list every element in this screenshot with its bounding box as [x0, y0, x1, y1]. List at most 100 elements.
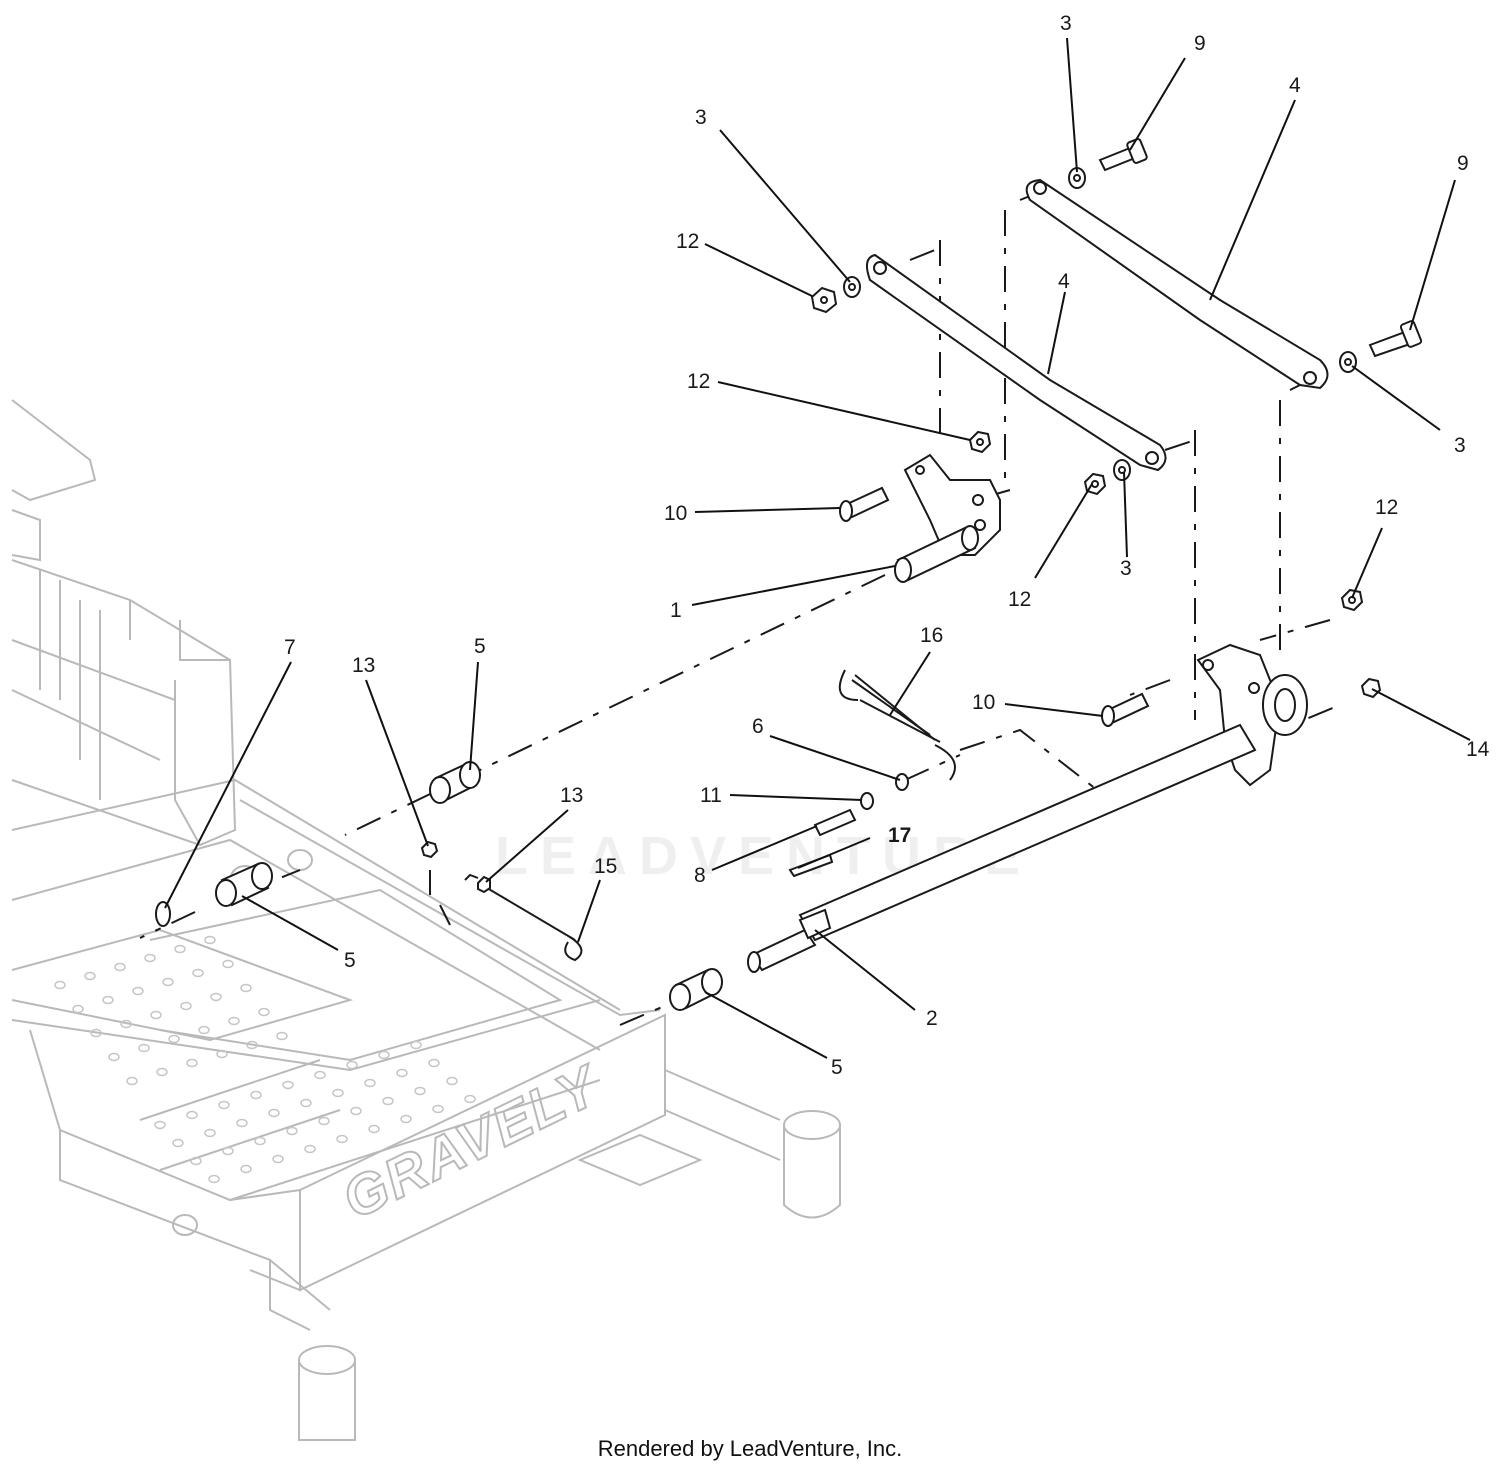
floor-hole	[276, 1031, 288, 1041]
extension-spring	[838, 669, 956, 781]
floor-hole	[364, 1078, 376, 1088]
washer-4	[1113, 459, 1131, 481]
floor-hole	[198, 1025, 210, 1035]
callout-6: 6	[752, 715, 764, 738]
floor-hole	[414, 1086, 426, 1096]
floor-hole	[218, 1100, 230, 1110]
callout-10: 10	[972, 691, 995, 714]
washer-11	[860, 792, 874, 810]
callout-3: 3	[1120, 557, 1132, 580]
callout-17: 17	[888, 824, 911, 847]
lift-bracket-left	[894, 453, 1001, 583]
floor-hole	[108, 1052, 120, 1062]
callout-13: 13	[560, 784, 583, 807]
floor-hole	[282, 1080, 294, 1090]
nut-4	[1340, 588, 1364, 612]
bushing-middle	[215, 862, 273, 907]
floor-hole	[250, 1090, 262, 1100]
floor-hole	[126, 1076, 138, 1086]
floor-hole	[208, 1174, 220, 1184]
floor-hole	[72, 1004, 84, 1014]
callout-12: 12	[676, 230, 699, 253]
floor-hole	[410, 1040, 422, 1050]
cotter-17	[788, 853, 834, 878]
callout-15: 15	[594, 855, 617, 878]
floor-hole	[180, 1001, 192, 1011]
floor-hole	[400, 1114, 412, 1124]
callout-8: 8	[694, 864, 706, 887]
bolt-upper	[1098, 138, 1148, 172]
callout-3: 3	[1454, 434, 1466, 457]
floor-hole	[186, 1058, 198, 1068]
floor-hole	[314, 1070, 326, 1080]
floor-hole	[300, 1098, 312, 1108]
floor-hole	[228, 1016, 240, 1026]
callout-12: 12	[1375, 496, 1398, 519]
floor-plate-holes	[54, 935, 476, 1184]
clevis-pin-upper	[839, 486, 890, 522]
floor-hole	[102, 995, 114, 1005]
nut-1	[810, 286, 838, 314]
floor-hole	[268, 1108, 280, 1118]
floor-hole	[204, 1128, 216, 1138]
callout-16: 16	[920, 624, 943, 647]
floor-hole	[120, 1019, 132, 1029]
pin-8	[813, 808, 857, 837]
floor-hole	[162, 977, 174, 987]
floor-hole	[84, 971, 96, 981]
floor-hole	[192, 968, 204, 978]
washer-2	[843, 276, 861, 298]
floor-hole	[246, 1040, 258, 1050]
floor-hole	[286, 1126, 298, 1136]
callout-10: 10	[664, 502, 687, 525]
callout-9: 9	[1194, 32, 1206, 55]
floor-hole	[168, 1034, 180, 1044]
cross-shaft	[747, 723, 1257, 973]
mower-frame	[11, 399, 841, 1441]
bolt-lower	[1368, 320, 1423, 358]
lift-link-arm-lower	[865, 253, 1167, 472]
nut-5	[1360, 677, 1382, 699]
floor-hole	[428, 1058, 440, 1068]
floor-hole	[186, 1110, 198, 1120]
callout-12: 12	[687, 370, 710, 393]
floor-hole	[464, 1094, 476, 1104]
frame-brand-text: GRAVELY	[333, 1052, 611, 1231]
floor-hole	[346, 1060, 358, 1070]
callout-5: 5	[344, 949, 356, 972]
callout-2: 2	[926, 1007, 938, 1030]
nut-13	[420, 840, 439, 859]
floor-hole	[222, 1146, 234, 1156]
floor-hole	[156, 1067, 168, 1077]
floor-hole	[216, 1049, 228, 1059]
floor-hole	[368, 1124, 380, 1134]
floor-hole	[150, 1010, 162, 1020]
floor-hole	[114, 962, 126, 972]
floor-hole	[154, 1120, 166, 1130]
floor-hole	[222, 959, 234, 969]
alignment-lines	[139, 189, 1341, 1026]
clevis-pin-lower	[1101, 692, 1150, 727]
footer-credit: Rendered by LeadVenture, Inc.	[597, 1436, 903, 1461]
bushing-top	[429, 761, 481, 804]
floor-hole	[236, 1118, 248, 1128]
floor-hole	[318, 1116, 330, 1126]
callout-4: 4	[1289, 74, 1301, 97]
washer-6	[895, 773, 909, 791]
lift-link-arm-upper	[1025, 178, 1329, 390]
floor-hole	[396, 1068, 408, 1078]
floor-hole	[382, 1096, 394, 1106]
floor-hole	[240, 1164, 252, 1174]
callout-7: 7	[284, 636, 296, 659]
floor-hole	[132, 986, 144, 996]
callout-3: 3	[1060, 12, 1072, 35]
floor-hole	[336, 1134, 348, 1144]
floor-hole	[190, 1156, 202, 1166]
callout-3: 3	[695, 106, 707, 129]
callout-1: 1	[670, 599, 682, 622]
floor-hole	[144, 953, 156, 963]
floor-hole	[172, 1138, 184, 1148]
callout-4: 4	[1058, 270, 1070, 293]
washer-3	[1339, 351, 1357, 373]
